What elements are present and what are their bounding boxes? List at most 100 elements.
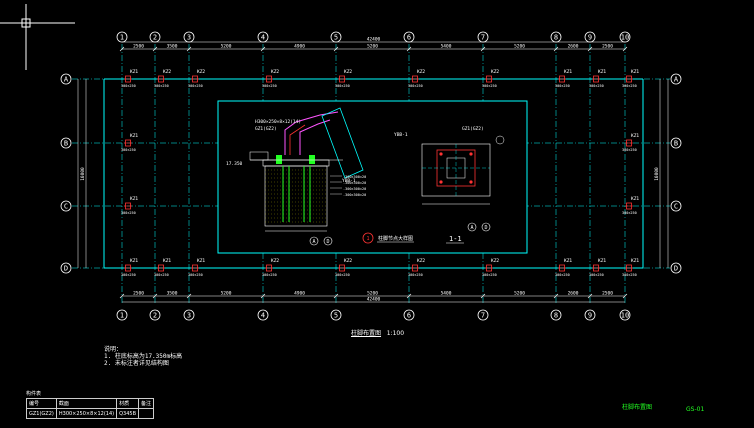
detail-callout-number: 1 — [366, 236, 369, 242]
grid-bubble-label: 3 — [187, 34, 191, 42]
grid-bubble-label: D — [674, 265, 678, 273]
leader-text: -300×300×20 — [343, 193, 366, 197]
dimension-tick — [553, 293, 559, 299]
grid-bubble — [670, 137, 682, 149]
grid-bubble — [481, 222, 491, 232]
grid-bubble-label: 8 — [554, 312, 558, 320]
grid-bubble — [257, 309, 269, 321]
dimension-text: 5200 — [514, 44, 525, 50]
dimension-text: 2500 — [133, 44, 144, 50]
column-size: 300×250 — [121, 211, 136, 215]
column-label: KZ2 — [491, 69, 499, 75]
dimension-text: 3500 — [167, 291, 178, 297]
dimension-tick — [553, 46, 559, 52]
dimension-text: 10800 — [654, 167, 660, 181]
dimension-tick — [587, 293, 593, 299]
column-size: 300×250 — [335, 84, 350, 88]
grid-bubble-label: 3 — [187, 312, 191, 320]
column-label: KZ1 — [163, 258, 171, 264]
notes-line-2: 2. 未标注者详见结构图 — [104, 360, 169, 367]
stiffener — [309, 155, 315, 164]
anchor-hole — [469, 180, 473, 184]
grid-bubble-label: 4 — [261, 312, 265, 320]
grid-bubble-label: 10 — [621, 34, 629, 42]
schedule-cell: H300×250×8×12(14) — [55, 408, 118, 419]
detail-label-ybb: YBB-1 — [394, 132, 408, 138]
dimension-tick — [186, 46, 192, 52]
dimension-text: 42400 — [367, 297, 381, 303]
dimension-tick — [186, 293, 192, 299]
grid-bubble-label: 5 — [334, 34, 338, 42]
column-label: KZ2 — [197, 69, 205, 75]
dimension-text: 2500 — [133, 291, 144, 297]
anchor-hole — [439, 180, 443, 184]
dimension-text: 2500 — [602, 291, 613, 297]
column-size: 300×250 — [154, 84, 169, 88]
dimension-tick — [587, 46, 593, 52]
grid-bubble — [60, 73, 72, 85]
dimension-tick — [406, 293, 412, 299]
schedule-cell: GZ1(GZ2) — [26, 408, 57, 419]
grid-bubble — [467, 222, 477, 232]
column-label: KZ2 — [344, 69, 352, 75]
grid-bubble — [403, 309, 415, 321]
grid-bubble — [116, 309, 128, 321]
dimension-text: 4900 — [294, 44, 305, 50]
column-label: KZ1 — [130, 69, 138, 75]
dimension-tick — [119, 293, 125, 299]
grid-bubble — [619, 309, 631, 321]
dimension-tick — [406, 46, 412, 52]
column-label: KZ1 — [564, 69, 572, 75]
schedule-cell: Q345B — [116, 408, 140, 419]
schedule-header: 备注 — [138, 398, 155, 409]
dimension-text: 5200 — [221, 291, 232, 297]
column-label: KZ2 — [491, 258, 499, 264]
grid-bubble-label: 8 — [554, 34, 558, 42]
schedule-header: 编号 — [26, 398, 57, 409]
schedule-row: GZ1(GZ2) H300×250×8×12(14) Q345B — [26, 408, 155, 419]
anchor-hole — [439, 152, 443, 156]
dimension-text: 2600 — [568, 291, 579, 297]
grid-bubble-label: B — [64, 140, 68, 148]
column-size: 300×250 — [262, 273, 277, 277]
dimension-tick — [152, 46, 158, 52]
column-label: KZ2 — [417, 69, 425, 75]
grid-bubble — [670, 73, 682, 85]
grid-bubble-label: D — [484, 225, 487, 231]
column-size: 300×250 — [622, 211, 637, 215]
grid-bubble — [60, 200, 72, 212]
steel-column — [289, 124, 306, 155]
grid-bubble-label: 10 — [621, 312, 629, 320]
dimension-text: 2500 — [602, 44, 613, 50]
detail-title: 柱脚节点大样图 — [378, 235, 413, 242]
column-size: 300×250 — [335, 273, 350, 277]
schedule-header-row: 编号 截面 材质 备注 — [26, 398, 155, 409]
dimension-text: 5200 — [221, 44, 232, 50]
notes-block: 说明： 1. 柱底标高为17.350m标高 2. 未标注者详见结构图 — [104, 346, 182, 367]
anchor-hole — [469, 152, 473, 156]
grid-bubble — [60, 137, 72, 149]
column-label: KZ1 — [631, 196, 639, 202]
column-size: 300×250 — [121, 84, 136, 88]
column-size: 300×250 — [555, 273, 570, 277]
detail-label-gz: GZ1(GZ2) — [462, 126, 484, 132]
column-size: 300×250 — [482, 273, 497, 277]
grid-bubble-label: 5 — [334, 312, 338, 320]
grid-bubble-label: 9 — [588, 34, 592, 42]
grid-bubble — [670, 200, 682, 212]
schedule-header: 截面 — [55, 398, 118, 409]
dimension-text: 4900 — [294, 291, 305, 297]
column-label: KZ1 — [130, 196, 138, 202]
dimension-tick — [622, 46, 628, 52]
elevation-label: 17.350 — [226, 161, 243, 167]
grid-bubble-label: 7 — [481, 312, 485, 320]
dimension-text: 5200 — [367, 44, 378, 50]
grid-bubble-label: A — [64, 76, 69, 84]
column-size: 300×250 — [622, 84, 637, 88]
column-label: KZ1 — [598, 258, 606, 264]
column-size: 300×250 — [589, 84, 604, 88]
column-size: 300×250 — [622, 148, 637, 152]
grid-bubble-label: C — [674, 203, 678, 211]
